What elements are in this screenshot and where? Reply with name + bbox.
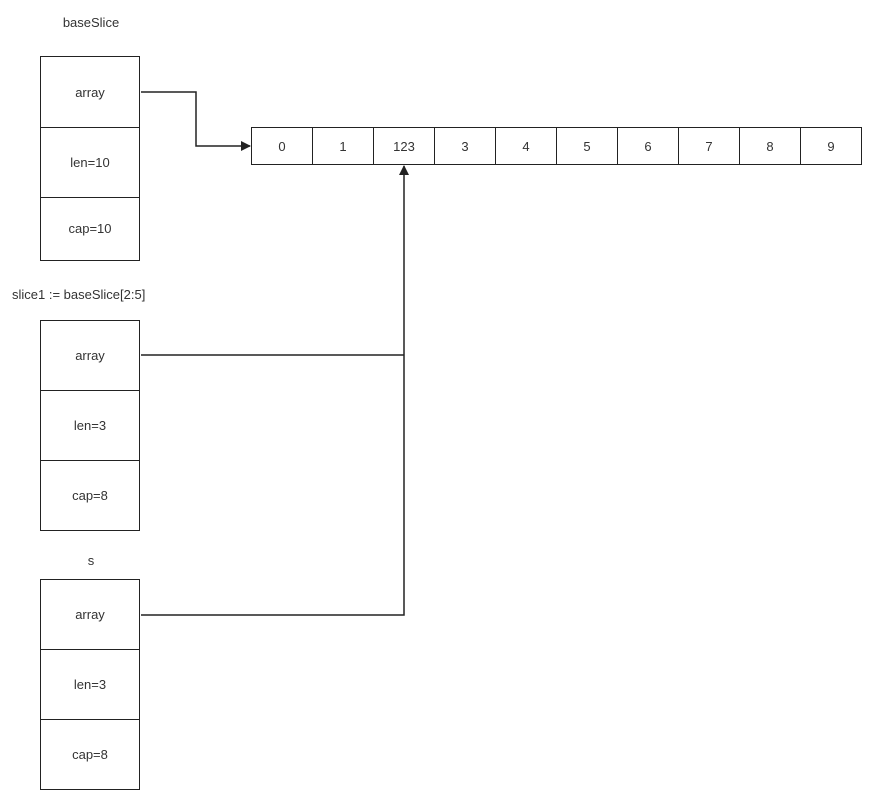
baseslice-struct: array len=10 cap=10 bbox=[40, 56, 140, 261]
s-array-field: array bbox=[41, 580, 139, 650]
array-cell: 0 bbox=[252, 128, 313, 164]
array-cell: 6 bbox=[618, 128, 679, 164]
struct-title-s: s bbox=[87, 553, 95, 568]
array-cell: 123 bbox=[374, 128, 435, 164]
array-cell: 1 bbox=[313, 128, 374, 164]
baseslice-pointer-arrow bbox=[141, 91, 251, 151]
slice1-cap-field: cap=8 bbox=[72, 487, 108, 503]
array-cell: 8 bbox=[740, 128, 801, 164]
baseslice-cap-field: cap=10 bbox=[68, 221, 112, 236]
s-len-field: len=3 bbox=[41, 650, 139, 720]
struct-title-slice1: slice1 := baseSlice[2:5] bbox=[12, 287, 146, 302]
slice1-struct: array len=3 cap=8 bbox=[40, 320, 140, 531]
s-pointer-arrow bbox=[141, 165, 409, 616]
s-struct: array len=3 cap=8 bbox=[40, 579, 140, 790]
baseslice-len-field: len=10 bbox=[41, 128, 139, 198]
slice1-array-field: array bbox=[41, 321, 139, 391]
slice1-len-field: len=3 bbox=[41, 391, 139, 461]
underlying-array: 0 1 123 3 4 5 6 7 8 9 bbox=[251, 127, 862, 165]
struct-title-baseslice: baseSlice bbox=[62, 15, 120, 30]
baseslice-array-field: array bbox=[41, 57, 139, 128]
array-cell: 5 bbox=[557, 128, 618, 164]
s-cap-field: cap=8 bbox=[72, 746, 108, 762]
array-cell: 3 bbox=[435, 128, 496, 164]
array-cell: 7 bbox=[679, 128, 740, 164]
array-cell: 9 bbox=[827, 138, 835, 154]
array-cell: 4 bbox=[496, 128, 557, 164]
